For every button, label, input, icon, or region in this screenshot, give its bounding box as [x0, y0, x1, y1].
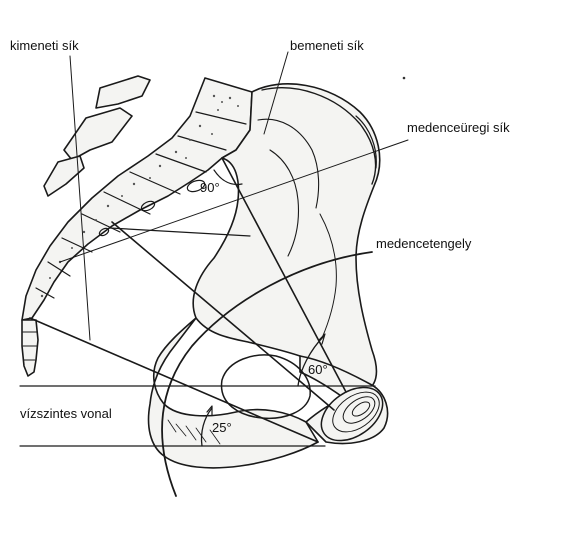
- pelvic-axis-curve: [161, 251, 373, 497]
- angle-60-arc: [297, 335, 325, 387]
- outlet-plane-line: [29, 317, 319, 443]
- angle-marks: [200, 169, 326, 447]
- angle-60-value: 60°: [308, 362, 328, 377]
- inlet-plane-line: [221, 157, 347, 393]
- inlet-leader: [263, 51, 289, 135]
- angle-25-arrow: [206, 405, 213, 416]
- reference-lines: [19, 51, 409, 447]
- midcavity-plane-label: medenceüregi sík: [407, 120, 510, 135]
- horizontal-line-label: vízszintes vonal: [20, 406, 112, 421]
- angle-25-value: 25°: [212, 420, 232, 435]
- pubic-symphysis: [320, 386, 384, 442]
- spine-fragments: [43, 75, 151, 197]
- outlet-leader: [69, 55, 91, 341]
- right-angle-arc: [213, 169, 243, 186]
- angle-25-arc: [200, 407, 213, 447]
- obturator-foramen: [220, 354, 311, 420]
- pelvic-axis-label: medencetengely: [376, 236, 472, 251]
- sacral-chord: [109, 227, 251, 237]
- hip-bone: [147, 83, 389, 469]
- outlet-plane-label: kimeneti sík: [10, 38, 79, 53]
- inlet-plane-label: bemeneti sík: [290, 38, 364, 53]
- sacrum-texture: [40, 94, 239, 298]
- angle-60-arrow: [318, 333, 326, 345]
- coccyx: [21, 319, 39, 377]
- speck: [402, 76, 406, 80]
- midcavity-leader: [59, 139, 409, 263]
- sacrum: [21, 77, 253, 321]
- right-angle-value: 90°: [200, 180, 220, 195]
- sacrum-coccyx: [21, 77, 253, 377]
